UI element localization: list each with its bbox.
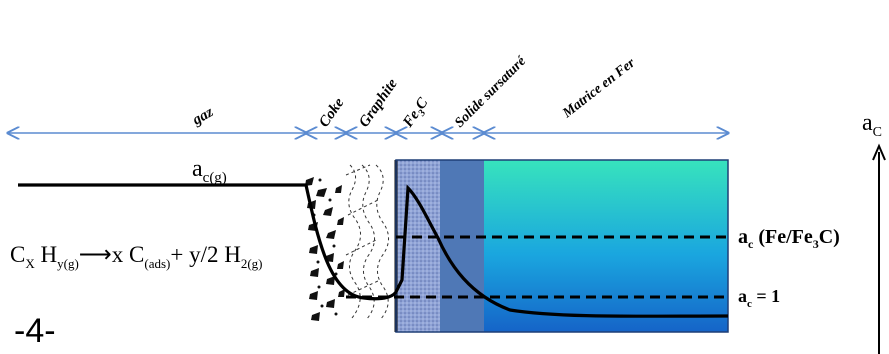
graphite-layers [345,164,389,321]
activity-gas-label: ac(g) [192,156,227,186]
label-fe3c: Fe3C [400,94,435,132]
level-fe3c-label: ac (Fe/Fe3C) [738,226,840,251]
level-one-label: ac = 1 [738,286,780,310]
activity-axis [872,143,886,354]
axis-label: aC [862,110,882,140]
slide-number: -4- [14,312,56,350]
activity-profile [18,183,729,318]
sample-outline [395,159,729,333]
label-coke: Coke [316,95,347,130]
matrix-block [484,160,728,332]
fe3c-band [396,160,440,332]
label-solide: Solide sursaturé [452,53,529,130]
solide-band [440,160,484,332]
label-matrice: Matrice en Fer [559,55,638,121]
label-gaz: gaz [189,104,216,129]
label-graphite: Graphite [356,76,401,131]
reaction-equation: CX Hy(g)⟶x C(ads)+ y/2 H2(g) [10,242,263,271]
coke-particles [305,177,345,321]
